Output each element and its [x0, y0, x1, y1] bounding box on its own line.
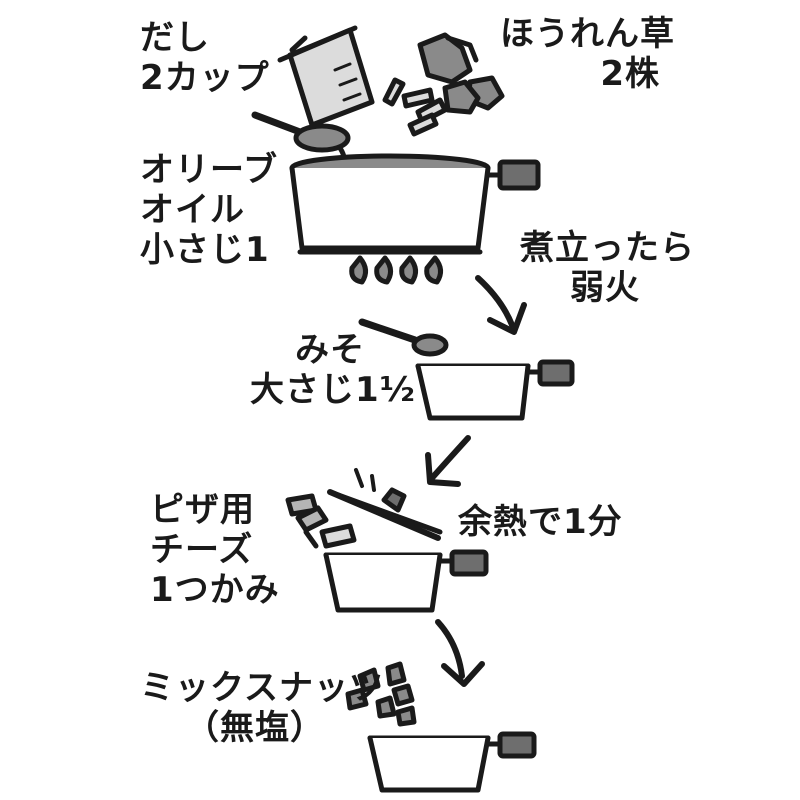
pot-icon — [323, 549, 489, 613]
pot-icon — [289, 153, 541, 255]
spoon-icon — [358, 318, 449, 357]
spinach-icon — [382, 32, 505, 137]
residual-heat-label: 余熱で1分 — [458, 502, 623, 542]
nuts-icon — [345, 661, 417, 727]
boil-label: 煮立ったら 弱火 — [520, 228, 695, 308]
spinach-label: ほうれん草 2株 — [500, 14, 675, 94]
cheese-label: ピザ用 チーズ 1つかみ — [150, 490, 280, 610]
olive-oil-label: オリーブ オイル 小さじ1 — [140, 150, 278, 270]
arrow-down-icon — [435, 619, 485, 687]
pot-icon — [367, 731, 537, 793]
cheese-icon — [285, 493, 357, 549]
arrow-down-icon — [425, 435, 471, 487]
miso-label: みそ 大さじ1½ — [250, 330, 416, 410]
dashi-label: だし 2カップ — [140, 18, 270, 98]
nuts-label: ミックスナッツ （無塩） — [140, 668, 384, 748]
arrow-down-icon — [475, 275, 527, 335]
pot-icon — [415, 359, 575, 421]
gas-flame-icon — [349, 255, 443, 285]
measuring-cup-icon — [277, 25, 375, 128]
lid-icon — [327, 468, 443, 541]
